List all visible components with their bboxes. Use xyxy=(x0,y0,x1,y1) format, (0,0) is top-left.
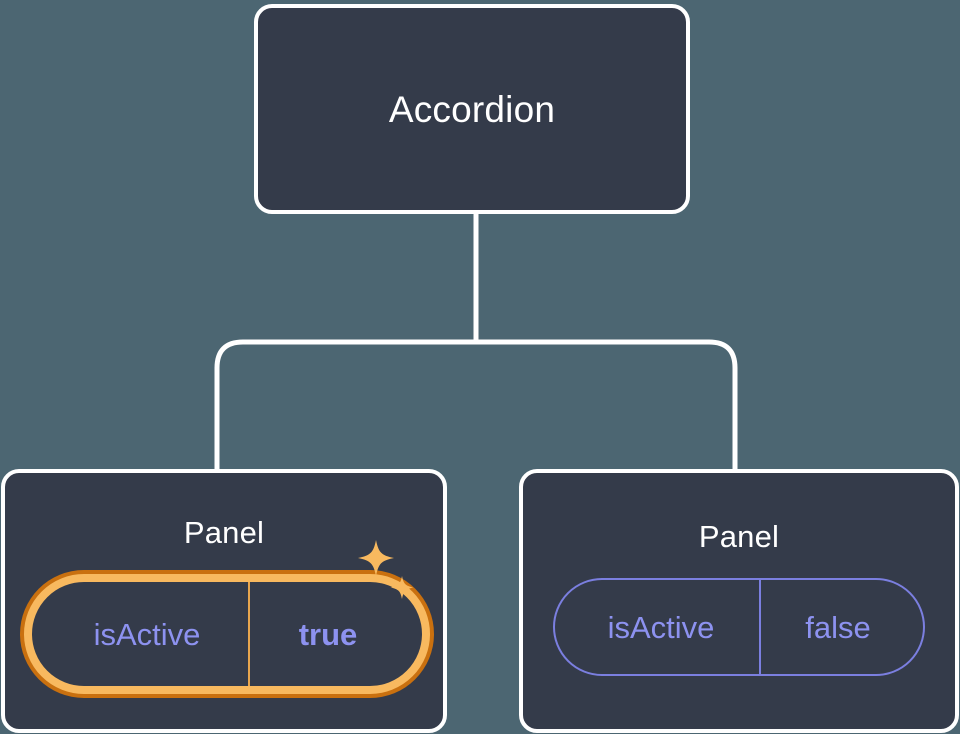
node-panel-inactive[interactable]: Panel isActive false xyxy=(519,469,959,733)
prop-value-true: true xyxy=(248,582,422,686)
node-panel-inactive-label: Panel xyxy=(698,519,780,554)
prop-key-isactive: isActive xyxy=(607,609,715,645)
node-accordion-label: Accordion xyxy=(388,88,556,130)
prop-pill-active-wrapper: isActive true xyxy=(20,540,434,698)
connector-branch-bar xyxy=(214,339,738,470)
prop-pill-active-glow: isActive true xyxy=(20,570,434,698)
prop-pill-inactive[interactable]: isActive false xyxy=(553,578,925,676)
prop-pill-inactive-wrapper: isActive false xyxy=(553,578,925,676)
prop-key-isactive: isActive xyxy=(93,616,201,652)
node-panel-active-label: Panel xyxy=(183,515,265,550)
prop-value-false: false xyxy=(759,580,923,674)
node-panel-active[interactable]: Panel isActive true xyxy=(1,469,447,733)
node-accordion[interactable]: Accordion xyxy=(254,4,690,214)
prop-pill-active[interactable]: isActive true xyxy=(24,574,430,694)
